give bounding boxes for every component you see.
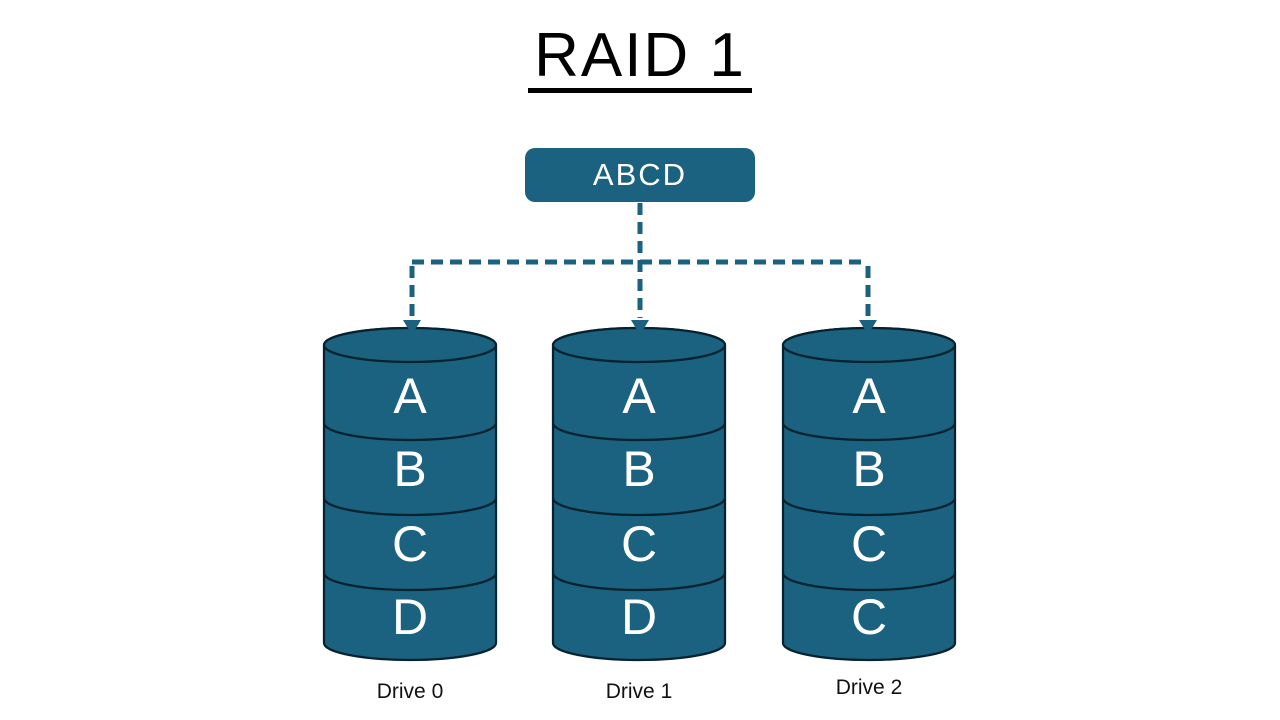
block-letter: A [852, 368, 886, 424]
block-letter: A [393, 368, 427, 424]
drive-2: A B C C Drive 2 [779, 324, 959, 700]
block-letter: C [392, 516, 428, 572]
cylinder-top [551, 326, 727, 364]
block-letter: D [621, 589, 657, 645]
block-letter: C [851, 516, 887, 572]
cylinder-top [781, 326, 957, 364]
cylinder-divider [551, 497, 727, 517]
block-letter: C [621, 516, 657, 572]
drive-1: A B C D Drive 1 [549, 324, 729, 704]
block-letter: B [622, 441, 655, 497]
source-data-label: ABCD [592, 157, 688, 192]
block-letter: C [851, 589, 887, 645]
cylinder-divider [322, 497, 498, 517]
block-letter: D [392, 589, 428, 645]
cylinder-top [322, 326, 498, 364]
drive-0: A B C D Drive 0 [320, 324, 500, 704]
page-title: RAID 1 [0, 20, 1280, 93]
drive-1-cylinder-icon: A B C D [551, 326, 727, 662]
drive-label: Drive 2 [835, 676, 903, 699]
page-title-text: RAID 1 [528, 25, 752, 93]
cylinder-divider [781, 422, 957, 442]
block-letter: B [393, 441, 426, 497]
drive-2-cylinder-icon: A B C C [781, 326, 957, 662]
block-letter: B [852, 441, 885, 497]
drive-0-cylinder-icon: A B C D [322, 326, 498, 662]
drive-label: Drive 0 [376, 680, 444, 703]
drive-label: Drive 1 [605, 680, 673, 703]
cylinder-divider [551, 572, 727, 592]
cylinder-divider [551, 422, 727, 442]
cylinder-divider [781, 497, 957, 517]
cylinder-divider [781, 572, 957, 592]
cylinder-divider [322, 572, 498, 592]
block-letter: A [622, 368, 656, 424]
source-data-box: ABCD [525, 148, 755, 202]
cylinder-divider [322, 422, 498, 442]
